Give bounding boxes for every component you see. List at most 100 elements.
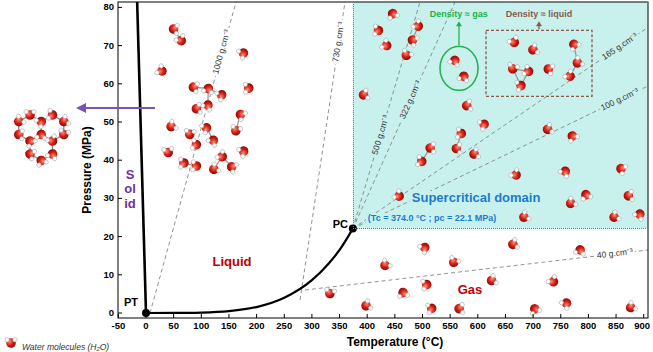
arrow-head	[76, 103, 86, 113]
water-molecule	[11, 113, 27, 129]
tick-label: 50	[103, 117, 114, 128]
water-molecule	[164, 118, 179, 134]
vaporization-curve	[146, 229, 353, 313]
water-molecule	[454, 302, 465, 315]
water-molecule	[527, 302, 542, 316]
isochore-lines	[150, 2, 648, 313]
water-molecule	[505, 62, 520, 75]
water-molecule	[565, 129, 581, 144]
molecule-group	[5, 7, 648, 348]
water-molecule	[456, 70, 471, 83]
water-molecule	[446, 255, 462, 270]
water-molecule	[425, 301, 437, 315]
node-outline	[483, 9, 595, 97]
water-molecule	[188, 80, 200, 94]
region-title: Supercritical domain	[410, 191, 543, 206]
axis-ticks	[118, 7, 644, 318]
tick-label: 70	[103, 40, 114, 51]
tick-label: 40	[103, 155, 114, 166]
water-molecule	[614, 161, 629, 177]
legend-item: Water molecules (H₂O)	[22, 336, 109, 352]
tick-label: 550	[442, 321, 458, 332]
ice-arrow	[84, 107, 155, 109]
water-molecule	[233, 107, 248, 123]
water-molecule	[24, 110, 36, 120]
water-molecule	[579, 188, 594, 201]
water-molecule	[521, 64, 535, 79]
isochore-label: 165 g.cm⁻³	[599, 30, 642, 63]
water-molecule	[154, 63, 169, 79]
phase-label: Solid	[124, 168, 137, 211]
water-molecule	[229, 124, 244, 137]
water-molecule	[468, 147, 481, 162]
water-molecule	[190, 138, 202, 152]
water-molecule	[420, 278, 432, 292]
tick-label: 200	[249, 321, 265, 332]
water-molecule	[385, 7, 400, 21]
node-outline	[428, 9, 490, 91]
water-molecule	[200, 98, 216, 113]
water-molecule	[396, 287, 410, 299]
tick-label: 650	[498, 321, 514, 332]
water-molecule	[14, 128, 25, 141]
water-molecule	[214, 148, 230, 164]
water-molecule	[214, 87, 229, 103]
legend-text: Water molecules (H₂O)	[22, 342, 109, 352]
isochore-label: 500 g.cm⁻³	[370, 112, 392, 158]
water-molecule	[377, 257, 393, 273]
isochore-label: 100 g.cm⁻³	[598, 86, 643, 114]
water-molecule	[542, 62, 555, 76]
tick-label: 350	[332, 321, 348, 332]
density-label: Density ≈ gas	[428, 9, 490, 19]
supercritical-region: Supercritical domain (Tc = 374.0 °C ; pc …	[353, 2, 648, 229]
water-molecule	[526, 42, 540, 57]
water-molecule	[623, 299, 638, 315]
water-molecule	[447, 54, 462, 68]
water-molecule	[357, 88, 370, 102]
tick-label: 600	[470, 321, 486, 332]
tick-label: 750	[553, 321, 569, 332]
tick-label: 250	[276, 321, 292, 332]
water-molecule	[632, 207, 648, 223]
water-molecule	[23, 147, 37, 162]
water-molecule	[508, 167, 524, 183]
water-molecule	[46, 108, 59, 122]
water-molecule	[161, 146, 174, 158]
tick-label: 850	[608, 321, 624, 332]
water-molecule	[199, 120, 214, 135]
isochore-label: 730 g.cm⁻³	[331, 19, 347, 65]
water-molecule	[415, 154, 428, 168]
isochore-label: 40 g.cm⁻³	[595, 247, 636, 261]
water-molecule	[405, 32, 420, 48]
tick-label: 700	[525, 321, 541, 332]
phase-label: Gas	[458, 283, 483, 298]
water-molecule	[168, 22, 180, 35]
water-molecule	[191, 102, 203, 115]
water-molecule	[379, 37, 394, 53]
water-molecule	[563, 195, 579, 211]
water-molecule	[359, 298, 373, 313]
water-molecule	[243, 82, 254, 95]
water-molecule	[410, 18, 426, 34]
tick-label: 0	[109, 308, 114, 319]
tick-label: -50	[111, 321, 125, 332]
water-molecule	[514, 79, 527, 93]
supercritical-fill	[353, 2, 648, 229]
point-label: PT	[124, 296, 138, 309]
phase-label: Liquid	[213, 255, 252, 270]
plot-frame	[118, 2, 648, 318]
density-liquid-box: Density ≈ liquid	[483, 9, 595, 97]
density-gas-ellipse: Density ≈ gas	[428, 9, 490, 91]
water-molecule	[225, 159, 240, 175]
tick-label: 900	[634, 321, 650, 332]
isochore-label: 322 g.cm⁻³	[397, 78, 424, 123]
tick-label: 50	[168, 321, 179, 332]
tick-label: 80	[103, 2, 114, 13]
water-molecule	[57, 114, 72, 130]
water-molecule	[506, 237, 519, 252]
critical-point-note: (Tc = 374.0 °C ; pc = 22.1 MPa)	[366, 213, 499, 223]
tick-label: 150	[221, 321, 237, 332]
